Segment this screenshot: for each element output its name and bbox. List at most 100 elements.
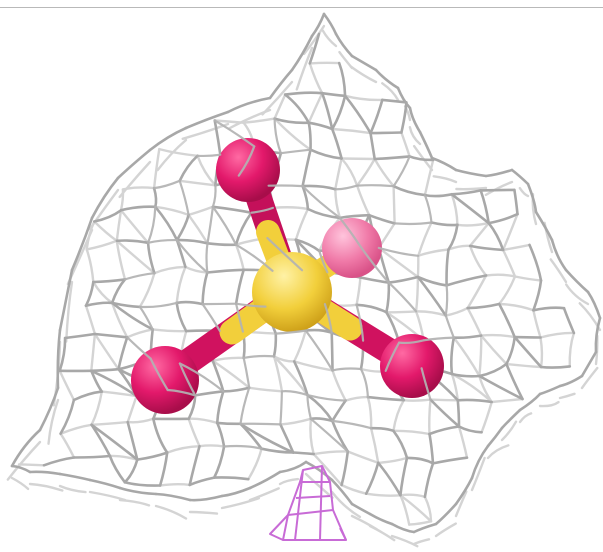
mesh-strand: [417, 248, 450, 257]
mesh-strand: [500, 408, 522, 430]
mesh-strand: [17, 463, 46, 467]
mesh-strand: [331, 367, 363, 372]
mesh-strand: [457, 425, 469, 459]
mesh-strand: [331, 369, 347, 402]
mesh-strand: [454, 168, 488, 178]
mesh-strand: [480, 333, 516, 339]
mesh-strand: [65, 280, 74, 343]
mesh-strand: [423, 495, 433, 523]
mesh-strand: [274, 329, 307, 335]
mesh-strand: [355, 276, 362, 306]
mesh-strand: [450, 193, 459, 226]
mesh-strand: [468, 244, 505, 252]
mesh-strand: [518, 186, 530, 198]
mesh-strand: [330, 127, 343, 160]
mesh-strand: [58, 472, 92, 482]
mesh-strand: [484, 180, 514, 197]
mesh-strand: [452, 334, 483, 339]
mesh-strand: [237, 145, 256, 177]
mesh-strand: [350, 54, 378, 72]
mesh-strand: [88, 478, 122, 490]
mesh-strand: [158, 482, 191, 487]
mesh-strand: [205, 242, 209, 274]
mesh-strand: [369, 427, 380, 464]
mesh-strand: [304, 328, 333, 334]
mesh-strand: [59, 423, 93, 435]
mesh-strand: [308, 61, 341, 65]
mesh-strand: [248, 487, 280, 502]
mesh-strand: [115, 209, 123, 242]
mesh-strand: [479, 188, 516, 192]
mesh-strand: [444, 314, 455, 339]
mesh-strand: [308, 32, 321, 65]
mesh-strand: [59, 432, 76, 459]
mesh-strand: [513, 188, 519, 216]
mesh-strand: [468, 221, 490, 248]
mesh-strand: [478, 374, 524, 401]
mesh-strand: [373, 155, 411, 161]
mesh-strand: [178, 154, 199, 183]
mesh-strand: [90, 390, 103, 426]
mesh-strand: [188, 444, 201, 487]
mesh-strand: [376, 461, 402, 497]
mesh-strand: [93, 209, 123, 223]
mesh-strand: [184, 110, 230, 130]
mesh-strand: [90, 369, 138, 398]
mesh-strand: [308, 62, 324, 95]
mesh-strand: [307, 121, 312, 151]
mesh-strand: [42, 456, 76, 467]
mesh-strand: [466, 302, 501, 310]
mesh-strand: [350, 502, 372, 516]
mesh-strand: [212, 476, 250, 481]
secondary-density-mesh: [269, 465, 347, 541]
mesh-strand: [28, 470, 62, 476]
mesh-strand: [366, 395, 373, 430]
mesh-strand: [84, 304, 97, 336]
mesh-strand: [260, 447, 295, 454]
mesh-strand: [280, 390, 309, 397]
mesh-strand: [93, 332, 129, 339]
mesh-strand: [283, 91, 324, 96]
mesh-strand: [369, 131, 403, 135]
mesh-strand: [206, 205, 214, 245]
mesh-strand: [279, 417, 312, 426]
mesh-strand: [58, 369, 76, 402]
mesh-strand: [234, 243, 274, 272]
mesh-strand: [234, 211, 253, 246]
mesh-strand: [261, 80, 294, 116]
mesh-strand: [108, 454, 127, 484]
mesh-strand: [90, 423, 112, 458]
mesh-strand: [444, 306, 469, 317]
mesh-strand: [393, 221, 433, 226]
mesh-strand: [306, 394, 347, 402]
mesh-strand: [558, 392, 576, 400]
mesh-strand: [445, 248, 450, 287]
mesh-strand: [447, 223, 459, 251]
top-divider: [0, 7, 603, 8]
mesh-strand: [239, 386, 251, 425]
mesh-strand: [373, 157, 395, 188]
mesh-strand: [147, 238, 179, 244]
mesh-strand: [323, 303, 333, 334]
mesh-strand: [340, 450, 350, 487]
mesh-strand: [355, 157, 376, 187]
mesh-strand: [539, 336, 544, 369]
mesh-strand: [500, 420, 518, 442]
mesh-strand: [84, 280, 95, 307]
mesh-strand: [320, 91, 347, 98]
mesh-strand: [412, 538, 431, 546]
mesh-strand: [88, 490, 127, 502]
mesh-strand: [309, 417, 334, 423]
mesh-strand: [387, 281, 418, 313]
mesh-strand: [293, 360, 334, 372]
mesh-strand: [90, 332, 97, 372]
mesh-strand: [505, 362, 543, 369]
mesh-strand: [85, 239, 118, 251]
mesh-strand: [455, 186, 488, 191]
mesh-strand: [290, 34, 314, 72]
mesh-strand: [250, 206, 274, 214]
mesh-strand: [398, 339, 425, 345]
mesh-strand: [138, 305, 154, 331]
mesh-strand: [501, 212, 519, 252]
